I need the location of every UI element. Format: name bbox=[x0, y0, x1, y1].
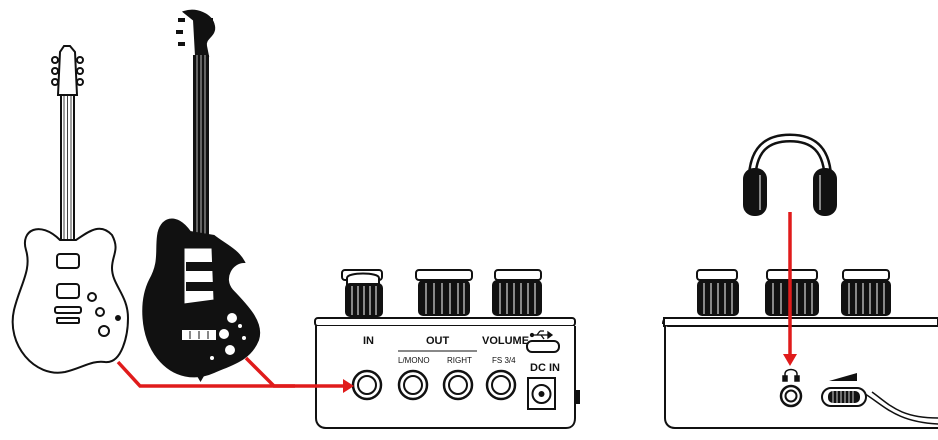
label-fs: FS 3/4 bbox=[492, 356, 516, 365]
jack-in bbox=[351, 369, 383, 401]
label-l-mono: L/MONO bbox=[398, 356, 430, 365]
volume-wheel-icon bbox=[821, 387, 867, 407]
headphone-jack-icon bbox=[782, 368, 800, 382]
label-out: OUT bbox=[426, 335, 450, 347]
label-right: RIGHT bbox=[447, 356, 472, 365]
dc-in-jack bbox=[527, 377, 556, 410]
pedal-knob bbox=[765, 269, 819, 316]
pedal-knob bbox=[492, 269, 542, 316]
label-dc-in: DC IN bbox=[530, 362, 560, 374]
jack-l-mono bbox=[397, 369, 429, 401]
pedal-side-view bbox=[662, 269, 938, 429]
connection-lines bbox=[116, 212, 797, 393]
volume-level-icon bbox=[829, 373, 857, 381]
label-volume: VOLUME bbox=[482, 335, 529, 347]
jack-fs bbox=[485, 369, 517, 401]
bass-cable bbox=[244, 356, 343, 388]
guitar-cable bbox=[116, 360, 295, 388]
jack-right bbox=[442, 369, 474, 401]
pedal-knob bbox=[415, 269, 473, 316]
bass-guitar-icon bbox=[142, 9, 261, 382]
pedal-knob bbox=[696, 269, 739, 316]
usb-icon bbox=[529, 330, 554, 340]
pedal-front-view: IN OUT VOLUME L/MONO RIGHT FS 3/4 DC IN bbox=[314, 269, 580, 429]
headphones-icon bbox=[743, 133, 837, 216]
usb-port bbox=[526, 340, 560, 353]
pedal-knob bbox=[841, 269, 891, 316]
headphone-jack bbox=[779, 384, 803, 408]
electric-guitar-icon bbox=[11, 45, 130, 374]
label-in: IN bbox=[363, 335, 374, 347]
pedal-knob bbox=[341, 269, 383, 317]
